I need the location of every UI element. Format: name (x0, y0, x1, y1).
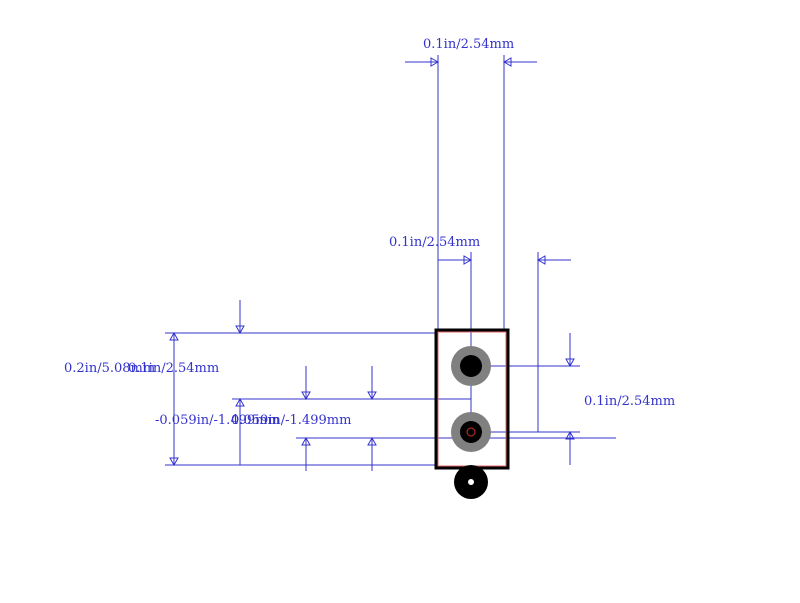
right-pitch-arrow-top (565, 358, 575, 368)
mid-offset-label: 0.1in/2.54mm (389, 235, 480, 250)
pad-1-hole (460, 355, 482, 377)
pin-1-marker-dot (468, 479, 474, 485)
offset-b-label: 0.059in/-1.499mm (231, 413, 351, 428)
right-pitch-arrow-bottom (565, 430, 575, 440)
pad-2-center-mark (466, 427, 476, 437)
height-arrow-bottom (169, 457, 179, 467)
top-pitch-label: 0.1in/2.54mm (423, 37, 514, 52)
height-total-label: 0.2in/5.08mm (64, 361, 155, 376)
height-arrow-top (169, 331, 179, 341)
offset-a-arrow-top (301, 391, 311, 401)
right-pitch-label: 0.1in/2.54mm (584, 394, 675, 409)
offset-a-label: -0.059in/-1.499mm (155, 413, 280, 428)
top-pitch-arrow-left (430, 57, 440, 67)
offset-b-arrow-bottom (367, 436, 377, 446)
offset-b-arrow-top (367, 391, 377, 401)
mid-offset-arrow (463, 255, 473, 265)
top-pitch-arrow-right (502, 57, 512, 67)
dimension-lines (165, 55, 616, 471)
height-top-arrow (235, 325, 245, 335)
pad-height-arrow (235, 397, 245, 407)
mid-offset-arrow-right (536, 255, 546, 265)
offset-a-arrow-bottom (301, 436, 311, 446)
pad-2-hole (460, 421, 482, 443)
height-pad-label: 0.1in/2.54mm (128, 361, 219, 376)
